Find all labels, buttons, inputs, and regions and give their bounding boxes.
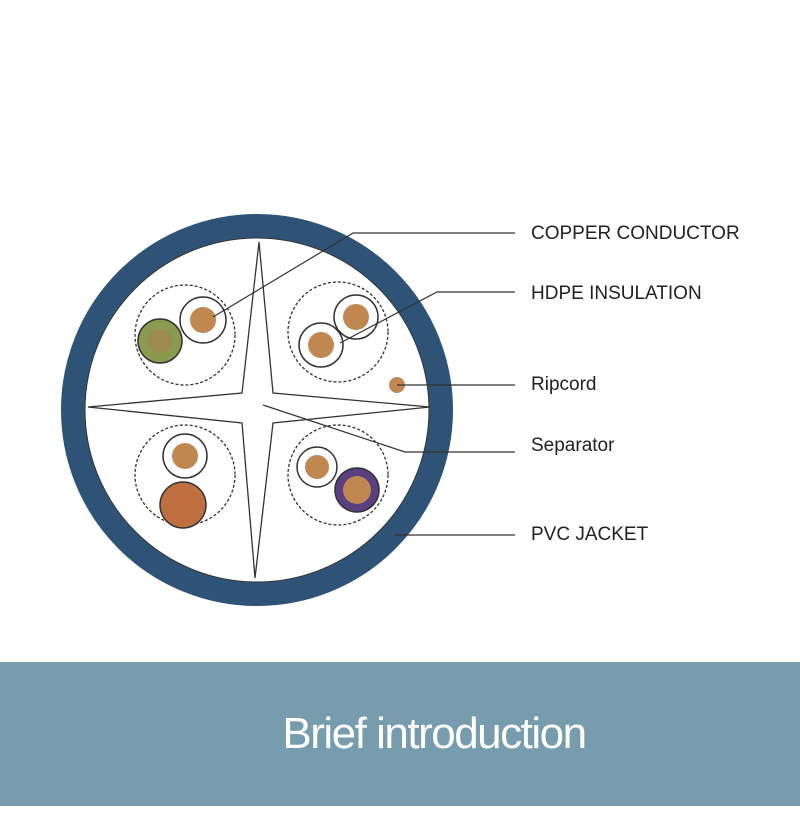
jacket-inner-edge (84, 237, 430, 583)
pair-bottom-right (287, 424, 389, 526)
pair-top-right (287, 281, 389, 383)
label-pvc-jacket: PVC JACKET (531, 524, 649, 545)
label-hdpe-insulation: HDPE INSULATION (531, 283, 702, 304)
section-banner: Brief introduction (0, 662, 800, 806)
label-ripcord: Ripcord (531, 374, 597, 395)
leader-lines (212, 232, 515, 536)
pair-top-left (134, 284, 236, 386)
pair-bottom-left (134, 424, 236, 529)
separator-cross (87, 241, 431, 579)
label-separator: Separator (531, 435, 615, 456)
label-copper-conductor: COPPER CONDUCTOR (531, 223, 740, 244)
banner-title: Brief introduction (282, 709, 587, 758)
